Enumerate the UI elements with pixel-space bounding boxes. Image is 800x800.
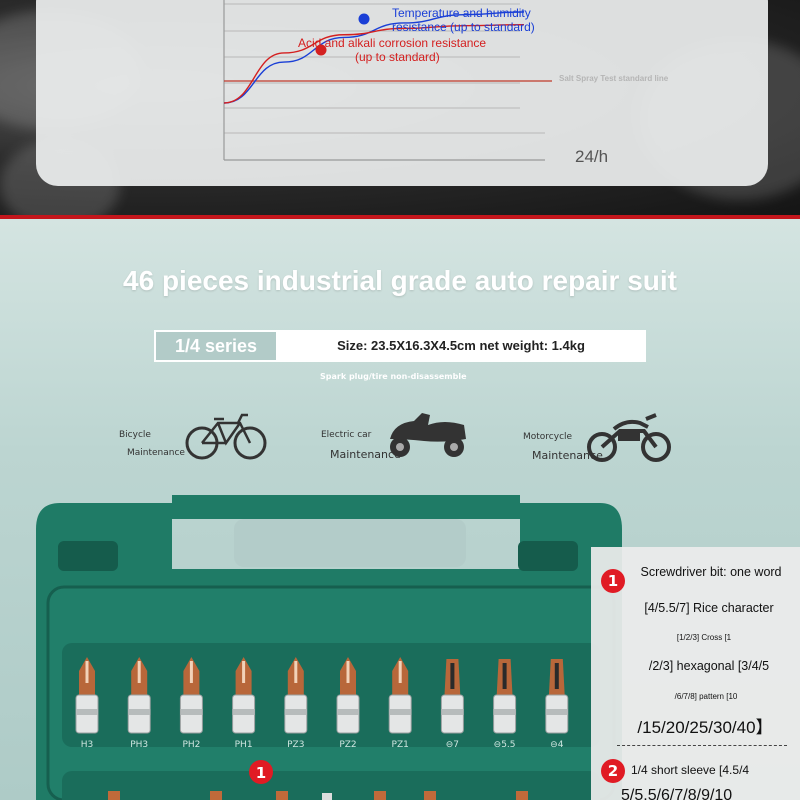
screwdriver-bit: PZ3 [284,657,308,750]
bit-groove [294,661,298,683]
socket-top [276,791,288,800]
bit-label: ⊖5.5 [494,740,516,750]
socket-top [108,791,120,800]
vehicle-sub-motorcycle: Maintenance [532,449,603,462]
legend-acid-line1: Acid and alkali corrosion resistance [298,36,486,50]
electric-scooter-icon [390,413,466,457]
info-line-8: 5/5.5/6/7/8/9/10 [621,787,733,800]
disassemble-note: Spark plug/tire non-disassemble [320,372,467,381]
bit-socket-band [284,709,307,715]
bit-info-panel: 1 Screwdriver bit: one word [4/5.5/7] Ri… [591,547,800,800]
product-section: 46 pieces industrial grade auto repair s… [0,219,800,800]
bit-label: PH1 [235,740,253,750]
info-line-7: 1/4 short sleeve [4.5/4 [631,763,750,777]
socket-top [424,791,436,800]
series-label: 1/4 series [156,332,276,360]
socket-holder-row [62,771,600,800]
case-number-badge [249,760,273,784]
screwdriver-bit: ⊖7 [440,659,464,750]
screwdriver-bit: ⊖4 [545,659,569,750]
legend-temp-line1: Temperature and humidity [392,6,531,20]
socket-top [516,791,528,800]
bit-groove [242,661,246,683]
screwdriver-bit: PZ2 [336,657,360,750]
bit-groove [398,661,402,683]
legend-temp-line2: resistance (up to standard) [392,20,535,34]
screwdriver-bit: PZ1 [388,657,412,750]
legend-acid-line2: (up to standard) [355,50,440,64]
bit-label: PH3 [130,740,148,750]
info-line-6: /15/20/25/30/40】 [637,718,773,737]
vehicle-label-motorcycle: Motorcycle [523,432,573,442]
bit-socket-band [76,709,98,715]
info-line-5: /6/7/8] pattern [10 [674,692,738,701]
socket-top [322,793,332,800]
screwdriver-bit: PH2 [179,657,203,750]
info-line-2: [4/5.5/7] Rice character [644,601,774,615]
info-line-4: /2/3] hexagonal [3/4/5 [648,659,770,673]
socket-top [210,791,222,800]
acid-alkali-curve [223,24,525,104]
bit-groove [85,661,89,683]
bit-label: ⊖4 [550,740,564,750]
screwdriver-bit: PH3 [127,657,151,750]
bit-set: H3 PH3 PH2 PH1 PZ3 PZ2 PZ1 ⊖7 ⊖5.5 ⊖4 [75,657,569,750]
corrosion-chart: Temperature and humidity resistance (up … [223,0,669,166]
case-latch-left [58,541,118,571]
bit-socket-band [128,709,151,715]
case-handle-grip [234,519,466,567]
case-number-badge-text: 1 [256,764,266,782]
bit-groove [137,661,141,683]
bit-label: H3 [81,740,94,750]
vehicle-label-electric-car: Electric car [321,430,372,440]
bit-slot [450,663,455,689]
info-divider [617,745,787,746]
bit-label: PZ2 [339,740,356,750]
case-handle [172,495,520,519]
screwdriver-bit: PH1 [232,657,256,750]
vehicle-sub-bicycle: Maintenance [127,448,185,458]
screwdriver-bit: ⊖5.5 [493,659,517,750]
bicycle-icon [185,413,267,460]
screwdriver-bit: H3 [75,657,99,750]
bit-label: PZ3 [287,740,304,750]
acid-alkali-marker [315,44,327,56]
bit-socket-band [545,709,568,715]
case-latch-right [518,541,578,571]
bit-socket-band [180,709,203,715]
temp-humidity-curve [223,11,525,104]
bit-socket-band [389,709,412,715]
bit-slot [502,663,507,689]
size-weight-label: Size: 23.5X16.3X4.5cm net weight: 1.4kg [337,338,585,353]
bit-label: ⊖7 [446,740,459,750]
bit-groove [189,661,193,683]
info-badge-1: 1 [601,569,625,593]
bit-groove [346,661,350,683]
temp-humidity-marker [358,13,370,25]
bit-slot [554,663,559,689]
vehicle-label-bicycle: Bicycle [119,430,151,440]
bit-socket-band [441,709,464,715]
spec-bar: 1/4 series Size: 23.5X16.3X4.5cm net wei… [154,330,646,362]
product-title: 46 pieces industrial grade auto repair s… [123,265,677,296]
x-axis-end-label: 24/h [575,147,608,166]
bit-label: PZ1 [392,740,409,750]
bit-socket-band [337,709,359,715]
tool-case: H3 PH3 PH2 PH1 PZ3 PZ2 PZ1 ⊖7 ⊖5.5 ⊖4 1 [36,495,622,800]
bit-label: PH2 [182,740,200,750]
salt-spray-chart-section: Temperature and humidity resistance (up … [0,0,800,215]
vehicle-sub-electric-car: Maintenance [330,448,401,461]
info-line-1: Screwdriver bit: one word [640,565,782,579]
info-line-3: [1/2/3] Cross [1 [676,633,732,642]
socket-set [108,791,528,800]
info-badge-2: 2 [601,759,625,783]
bit-socket-band [232,709,255,715]
socket-top [374,791,386,800]
section-divider [0,215,800,219]
bit-socket-band [493,709,516,715]
standard-line-label: Salt Spray Test standard line [559,74,669,83]
motorcycle-icon [587,413,671,462]
